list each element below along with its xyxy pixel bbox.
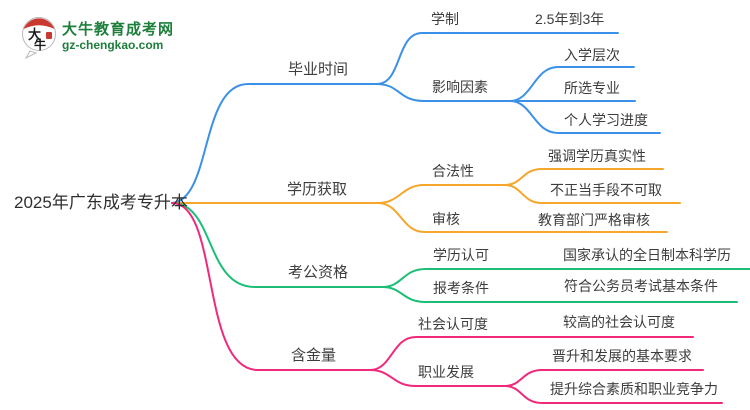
- node-strict-review: 教育部门严格审核: [538, 212, 650, 228]
- site-logo: 大 牛 大牛教育成考网 gz-chengkao.com: [20, 15, 174, 59]
- node-competitiveness: 提升综合素质和职业竞争力: [550, 381, 718, 397]
- node-entry-level: 入学层次: [564, 47, 620, 63]
- node-apply-conditions: 报考条件: [433, 280, 489, 296]
- node-social-recognition: 社会认可度: [418, 316, 488, 332]
- node-chosen-major: 所选专业: [564, 80, 620, 96]
- node-degree-acquisition: 学历获取: [287, 181, 348, 198]
- site-logo-title: 大牛教育成考网: [62, 20, 175, 38]
- node-promotion-requirement: 晋升和发展的基本要求: [552, 348, 692, 364]
- node-civil-service-qualification: 考公资格: [288, 264, 349, 281]
- svg-text:大: 大: [28, 27, 41, 42]
- branch-lines-degree-acquisition: [171, 168, 681, 233]
- node-authenticity: 强调学历真实性: [548, 148, 646, 164]
- node-career-development: 职业发展: [418, 364, 474, 380]
- node-degree-recognition: 学历认可: [433, 247, 489, 263]
- node-influence-factors: 影响因素: [432, 79, 488, 95]
- node-study-length: 学制: [431, 11, 459, 27]
- branch-lines-civil-service: [171, 202, 750, 303]
- node-high-social-recognition: 较高的社会认可度: [563, 314, 675, 330]
- node-legality: 合法性: [432, 163, 474, 179]
- node-personal-progress: 个人学习进度: [564, 112, 648, 128]
- svg-text:牛: 牛: [34, 37, 46, 52]
- site-logo-text: 大牛教育成考网 gz-chengkao.com: [62, 20, 175, 53]
- node-review: 审核: [432, 211, 460, 227]
- node-graduation-time: 毕业时间: [288, 61, 349, 78]
- node-no-improper-means: 不正当手段不可取: [550, 182, 662, 198]
- node-2-5-to-3-years: 2.5年到3年: [535, 11, 605, 27]
- node-value: 含金量: [291, 347, 337, 364]
- node-national-bachelor: 国家承认的全日制本科学历: [563, 247, 731, 263]
- speech-bubble-logo-icon: 大 牛: [22, 17, 56, 59]
- site-logo-url: gz-chengkao.com: [62, 38, 164, 53]
- root-node: 2025年广东成考专升本: [14, 193, 188, 212]
- branch-lines-value: [171, 202, 723, 404]
- node-meets-exam-conditions: 符合公务员考试基本条件: [564, 278, 718, 294]
- branch-lines-graduation-time: [171, 32, 661, 204]
